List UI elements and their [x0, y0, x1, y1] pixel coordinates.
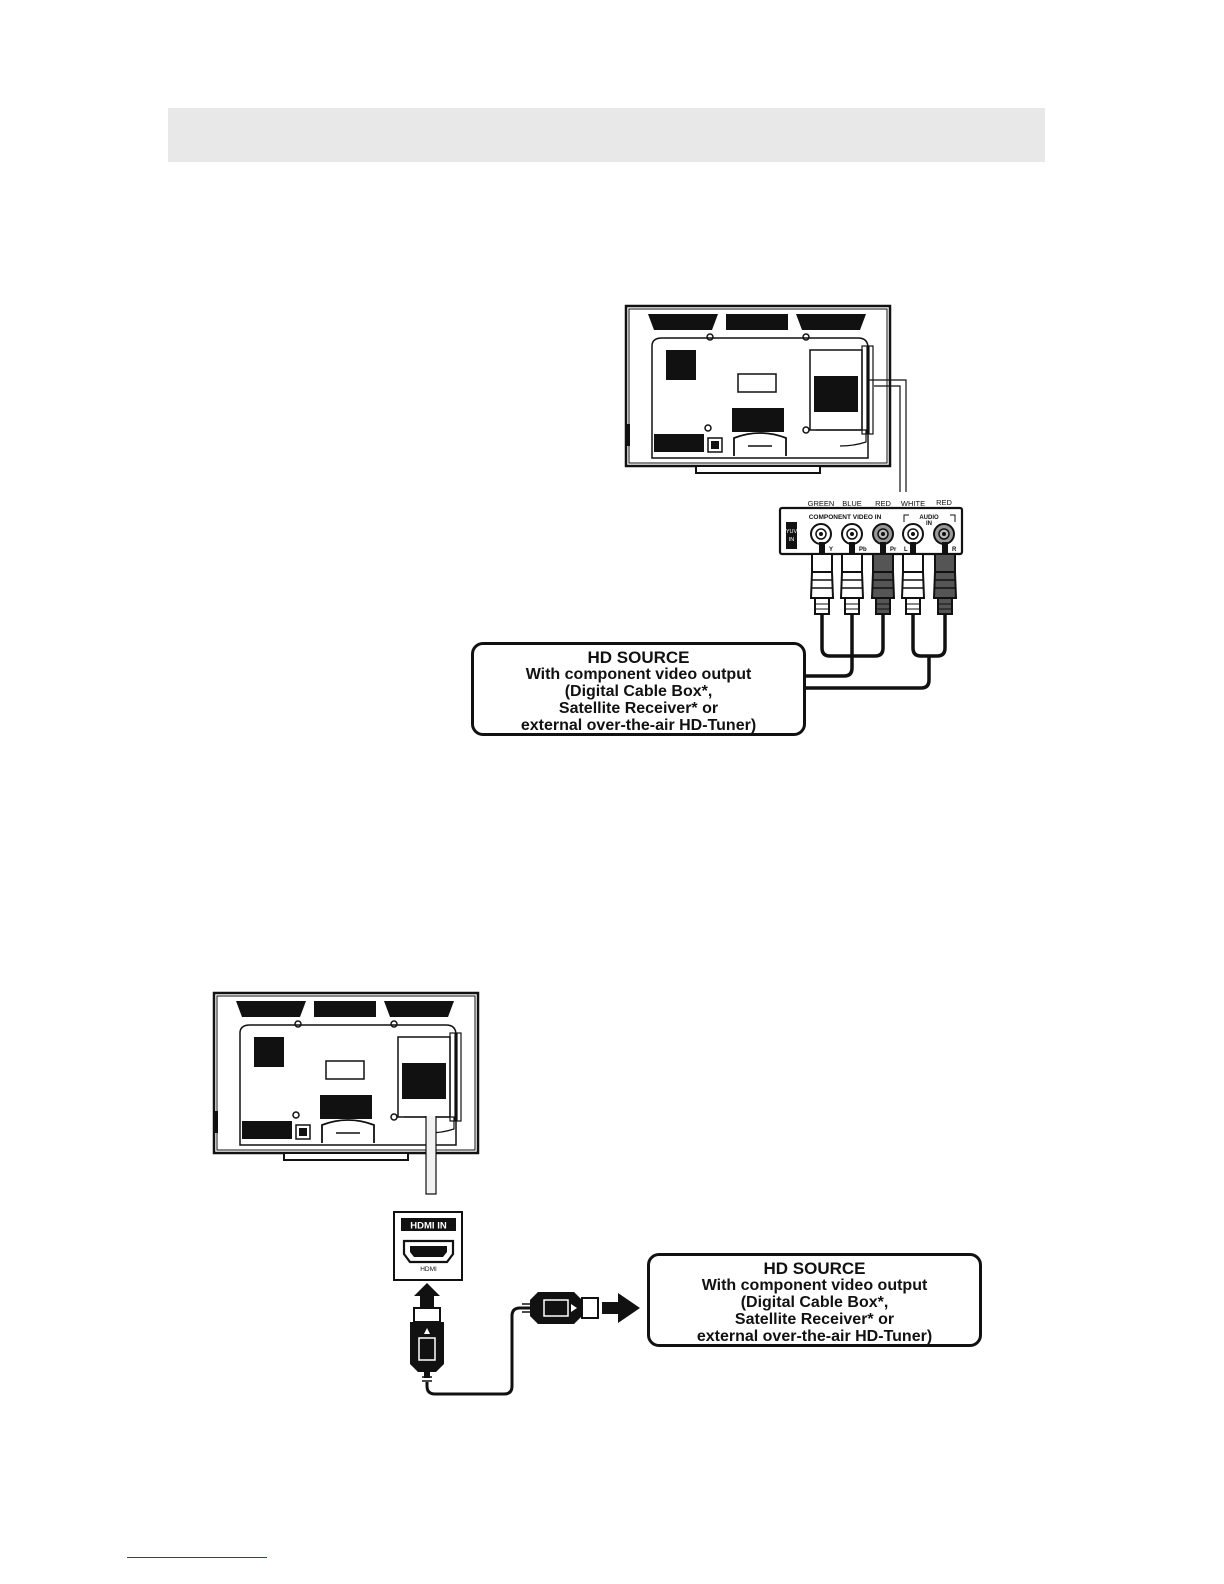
hd-source-line: Satellite Receiver* or [558, 700, 719, 717]
hd-source-box-component: HD SOURCE With component video output (D… [471, 642, 806, 736]
jack-mark: Y [829, 547, 833, 553]
audio-in-label: IN [926, 521, 932, 527]
jack-color-labels: GREEN BLUE RED WHITE RED [808, 498, 953, 508]
component-video-in-label: COMPONENT VIDEO IN [809, 514, 882, 521]
jack-color-label: BLUE [842, 499, 862, 508]
jack-color-label: GREEN [808, 499, 835, 508]
footer-rule [127, 1557, 267, 1558]
jack-marks: Y Pb Pr L R [829, 547, 957, 553]
hd-source-line: external over-the-air HD-Tuner) [696, 1328, 933, 1345]
hd-source-line: With component video output [701, 1277, 928, 1294]
callout-strip-hdmi [425, 1116, 437, 1195]
hd-source-line: With component video output [525, 666, 752, 683]
tv-back-hdmi [212, 991, 480, 1162]
jack-mark: L [904, 547, 908, 553]
hdmi-plug-tv [410, 1307, 444, 1382]
jack-color-label: RED [936, 498, 952, 507]
jack-color-label: RED [875, 499, 891, 508]
hdmi-plug-source [522, 1292, 599, 1324]
jack-mark: Pb [859, 547, 867, 553]
hd-source-box-hdmi: HD SOURCE With component video output (D… [647, 1253, 982, 1347]
arrow-right-icon [602, 1293, 640, 1323]
jack-mark: Pr [890, 547, 897, 553]
jack-color-label: WHITE [901, 499, 925, 508]
hd-source-line: external over-the-air HD-Tuner) [520, 717, 757, 734]
jack-y [810, 523, 832, 545]
header-band [168, 108, 1045, 162]
jack-l [902, 523, 924, 545]
hd-source-title: HD SOURCE [587, 648, 690, 667]
audio-in-label: AUDIO [919, 515, 939, 521]
component-cables [806, 614, 947, 690]
hdmi-in-label: HDMI IN [410, 1221, 447, 1232]
jack-pb [841, 523, 863, 545]
callout-strip-component [868, 379, 907, 492]
arrow-up-icon [414, 1283, 440, 1308]
tv-back-component [624, 304, 892, 475]
yuv-label: IN [789, 537, 795, 543]
yuv-label: YUV [786, 529, 798, 535]
hdmi-port-label: HDMI [420, 1266, 437, 1273]
hd-source-line: Satellite Receiver* or [734, 1311, 895, 1328]
jack-pr [872, 523, 894, 545]
hd-source-line: (Digital Cable Box*, [740, 1294, 889, 1311]
jack-mark: R [952, 547, 957, 553]
jack-r [933, 523, 955, 545]
component-input-panel: YUV IN COMPONENT VIDEO IN AUDIO IN Y Pb … [778, 506, 964, 556]
hdmi-cable [425, 1306, 530, 1396]
hdmi-input-panel: HDMI IN HDMI [393, 1211, 463, 1281]
hd-source-title: HD SOURCE [763, 1259, 866, 1278]
hd-source-line: (Digital Cable Box*, [564, 683, 713, 700]
